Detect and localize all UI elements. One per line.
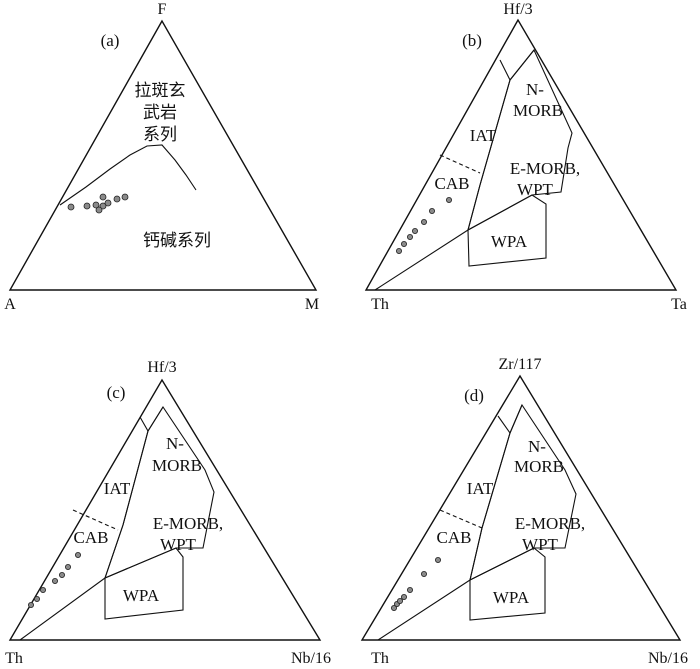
panel-c-wpa-field <box>104 547 184 620</box>
sample-point <box>406 587 413 594</box>
sample-point <box>83 202 91 210</box>
sample-point <box>95 206 103 214</box>
panel-c-n-morb-field <box>104 405 215 579</box>
panel-d-label: (d) <box>464 386 484 405</box>
panel-b-triangle <box>364 18 678 291</box>
panel-a-field-label-calc-alkaline: 钙碱系列 <box>143 231 211 251</box>
sample-point <box>400 594 407 601</box>
panel-d-field-label-cab: CAB <box>437 528 472 547</box>
panel-c-field-label-wpt: WPT <box>160 535 197 554</box>
panel-c-apex-left: Th <box>5 650 23 667</box>
sample-point <box>59 572 66 579</box>
sample-point <box>104 199 112 207</box>
sample-point <box>445 196 452 203</box>
panel-c-field-label-cab: CAB <box>74 528 109 547</box>
sample-point <box>34 596 41 603</box>
panel-c-field-label-e-morb: E-MORB, <box>153 514 223 533</box>
panel-b-field-label-cab: CAB <box>435 174 470 193</box>
panel-b-apex-left: Th <box>371 296 389 313</box>
panel-a-boundary-curve <box>59 144 197 206</box>
panel-c-field-label-iat: IAT <box>104 479 131 498</box>
panel-d-field-label-n-morb-2: MORB <box>514 457 564 476</box>
panel-d: Zr/117 Th Nb/16 (d) N- MORB IAT CAB E-MO… <box>360 356 688 667</box>
panel-b-label: (b) <box>462 31 482 50</box>
panel-d-field-label-e-morb: E-MORB, <box>515 514 585 533</box>
panel-b-apex-right: Ta <box>671 296 687 313</box>
sample-point <box>420 218 427 225</box>
panel-b-apex-boundary <box>499 49 535 82</box>
panel-a-triangle <box>8 19 318 291</box>
sample-point <box>400 240 407 247</box>
panel-a-field-label-tholeiite-2: 武岩 <box>143 103 177 123</box>
panel-d-wpa-field <box>469 547 546 621</box>
panel-a-label: (a) <box>101 31 120 50</box>
panel-c-label: (c) <box>107 383 126 402</box>
panel-d-apex-boundary <box>497 404 523 435</box>
panel-c-cab-iat-dashed <box>72 509 119 531</box>
sample-point <box>99 193 107 201</box>
sample-point <box>40 587 47 594</box>
panel-d-field-label-wpt: WPT <box>522 535 559 554</box>
panel-c-triangle <box>8 378 322 641</box>
panel-a-apex-left: A <box>4 296 16 313</box>
panel-b-field-label-n-morb: N- <box>526 80 544 99</box>
sample-point <box>99 202 107 210</box>
panel-a-apex-right: M <box>305 296 319 313</box>
panel-c: Hf/3 Th Nb/16 (c) N- MORB IAT CAB E-MORB… <box>5 359 331 667</box>
panel-a-apex-top: F <box>158 1 167 18</box>
panel-a-field-label-tholeiite: 拉斑玄 <box>135 81 186 101</box>
panel-b-field-label-iat: IAT <box>470 126 497 145</box>
panel-b-wpa-field <box>467 194 547 267</box>
panel-d-apex-right: Nb/16 <box>648 650 688 667</box>
panel-d-apex-left: Th <box>371 650 389 667</box>
sample-point <box>75 552 82 559</box>
panel-b-field-label-wpa: WPA <box>491 232 528 251</box>
sample-point <box>420 571 427 578</box>
panel-c-field-label-n-morb: N- <box>166 434 184 453</box>
panel-b-field-label-e-morb: E-MORB, <box>510 159 580 178</box>
sample-point <box>113 195 121 203</box>
sample-point <box>121 193 129 201</box>
sample-point <box>52 578 59 585</box>
panel-b: Hf/3 Th Ta (b) N- MORB IAT CAB E-MORB, W… <box>364 1 687 313</box>
panel-d-triangle <box>360 374 682 641</box>
panel-d-field-label-iat: IAT <box>467 479 494 498</box>
panel-d-cab-iat-dashed <box>439 509 483 529</box>
panel-a: F A M (a) 拉斑玄 武岩 系列 钙碱系列 <box>4 1 319 313</box>
panel-b-n-morb-field <box>467 48 573 232</box>
panel-c-field-label-wpa: WPA <box>123 586 160 605</box>
sample-point <box>406 233 413 240</box>
sample-point <box>395 247 402 254</box>
sample-point <box>92 201 100 209</box>
sample-point <box>428 207 435 214</box>
panel-d-field-label-n-morb: N- <box>528 437 546 456</box>
sample-point <box>411 227 418 234</box>
sample-point <box>390 605 397 612</box>
sample-point <box>67 203 75 211</box>
sample-point <box>396 598 403 605</box>
panel-d-field-label-wpa: WPA <box>493 588 530 607</box>
panel-b-cab-iat-dashed <box>439 154 481 174</box>
sample-point <box>27 602 34 609</box>
panel-a-field-label-tholeiite-3: 系列 <box>143 125 177 145</box>
panel-c-apex-top: Hf/3 <box>147 359 176 376</box>
sample-point <box>434 557 441 564</box>
sample-point <box>65 564 72 571</box>
panel-c-field-label-n-morb-2: MORB <box>152 456 202 475</box>
panel-d-n-morb-field <box>469 403 577 582</box>
panel-c-apex-right: Nb/16 <box>291 650 331 667</box>
panel-b-apex-top: Hf/3 <box>503 1 532 18</box>
panel-d-apex-top: Zr/117 <box>499 356 542 373</box>
panel-b-field-label-wpt: WPT <box>517 180 554 199</box>
panel-b-field-label-n-morb-2: MORB <box>513 101 563 120</box>
